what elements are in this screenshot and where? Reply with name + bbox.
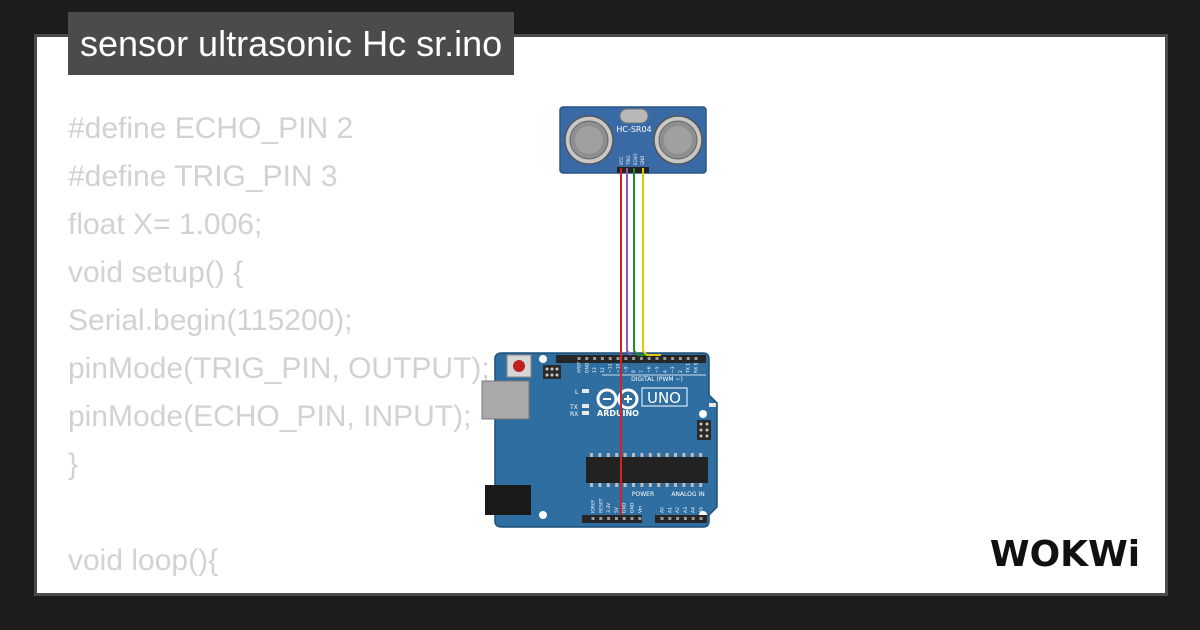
code-line: } (68, 448, 79, 481)
power-pin-label: Vin (637, 506, 643, 513)
digital-pin-label: TX 1 (686, 363, 692, 374)
code-line: #define ECHO_PIN 2 (68, 112, 354, 145)
digital-pin-label: ~10 (616, 363, 622, 373)
sensor-label: HC-SR04 (616, 125, 651, 134)
wokwi-logo-text: WOKWi (990, 534, 1140, 575)
sensor-pin-label: TRIG (626, 155, 631, 166)
digital-pin-label: 12 (600, 367, 606, 373)
code-line: void loop(){ (68, 544, 219, 577)
code-preview: #define ECHO_PIN 2 #define TRIG_PIN 3 floa… (68, 105, 490, 593)
project-title: sensor ultrasonic Hc sr.ino (68, 12, 515, 75)
code-line: pinMode(TRIG_PIN, OUTPUT); (68, 352, 490, 385)
preview-card: #define ECHO_PIN 2 #define TRIG_PIN 3 floa… (37, 37, 1165, 593)
code-line: float X= 1.006; (68, 208, 263, 241)
code-line: pinMode(ECHO_PIN, INPUT); (68, 400, 472, 433)
code-line: #define TRIG_PIN 3 (68, 160, 338, 193)
wires (620, 168, 661, 515)
board-model: UNO (647, 389, 681, 407)
code-line: Serial.begin(115200); (68, 304, 353, 337)
wokwi-logo-icon: WOKWi (990, 534, 1140, 575)
digital-header (556, 355, 706, 363)
digital-pin-label: 7 (639, 370, 645, 373)
digital-pin-label: ~3 (670, 366, 676, 373)
power-header (582, 515, 642, 523)
digital-pin-label: 13 (592, 367, 598, 373)
analog-pin-label: A2 (675, 507, 681, 513)
digital-pin-label: 8 (631, 370, 637, 373)
sensor-pin-label: VCC (619, 156, 624, 165)
code-line: void setup() { (68, 256, 244, 289)
digital-pin-label: 2 (678, 370, 684, 373)
digital-pin-label: ~11 (608, 363, 614, 373)
digital-pin-label: ~9 (623, 366, 629, 373)
power-pin-label: GND (630, 502, 636, 513)
power-label: POWER (632, 491, 654, 498)
analog-pin-label: A1 (667, 507, 673, 513)
digital-pin-label: ~6 (647, 366, 653, 373)
digital-pin-label: AREF (577, 361, 583, 373)
digital-pin-label: ~5 (655, 366, 661, 373)
digital-pin-label: RX 0 (694, 362, 700, 373)
power-jack (485, 485, 531, 515)
power-pin-label: 3.3V (606, 502, 612, 513)
power-pin-label: IOREF (591, 499, 597, 513)
digital-pin-label: GND (584, 362, 590, 373)
code-line: //Start a new measurement: (68, 585, 490, 593)
digital-pin-label: 4 (662, 370, 668, 373)
analog-pin-label: A3 (683, 507, 689, 513)
analog-pin-label: A5 (699, 507, 705, 513)
arduino-brand: ARDUINO (597, 409, 639, 418)
digital-label: DIGITAL (PWM ~) (631, 376, 683, 383)
analog-header (655, 515, 707, 523)
usb-port (481, 380, 530, 420)
power-pin-label: RESET (598, 498, 604, 513)
wire-gnd (642, 168, 661, 356)
wire-trig (626, 168, 632, 356)
led-tx-label: TX (569, 404, 578, 411)
analog-pin-label: A4 (691, 507, 697, 513)
analog-label: ANALOG IN (671, 491, 704, 498)
analog-pin-label: A0 (660, 507, 666, 513)
sensor-pin-label: ECHO (633, 154, 638, 165)
led-l-label: L (575, 389, 579, 396)
sensor-pin-label: GND (640, 156, 645, 165)
arduino-logo-icon (596, 388, 639, 410)
power-pin-label: GND (622, 502, 628, 513)
led-rx-label: RX (570, 411, 578, 418)
wire-echo (633, 168, 657, 356)
power-pin-label: 5V (614, 506, 620, 513)
atmega-chip (586, 457, 708, 483)
led-on-label: ON (721, 403, 730, 410)
